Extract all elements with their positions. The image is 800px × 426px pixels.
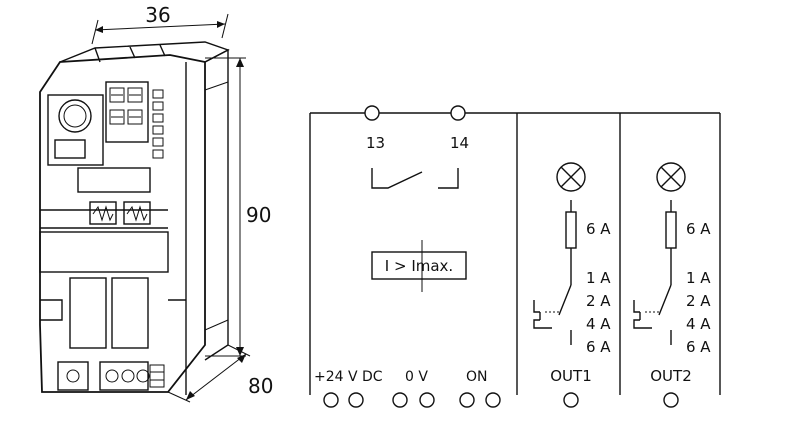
out2-setting-4: 6 A [686,338,711,356]
lamp-icon [656,162,686,192]
terminal-out1 [563,392,579,408]
overcurrent-label: I > Imax. [385,257,453,275]
channel-out2 [633,162,686,345]
out2-setting-1: 1 A [686,269,711,287]
out1-setting-2: 2 A [586,292,611,310]
terminal-on-b [485,392,501,408]
width-dimension: 36 [145,3,170,27]
out2-fuse-rating: 6 A [686,220,711,238]
terminal-24v-a [323,392,339,408]
out1-setting-1: 1 A [586,269,611,287]
depth-dimension: 80 [248,374,273,398]
terminal-out2 [663,392,679,408]
out2-label: OUT2 [650,367,692,385]
terminal-14 [450,105,466,121]
zero-volt-label: 0 V [405,369,428,385]
terminal-on-a [459,392,475,408]
schematic-frame [309,112,721,395]
fuse-icon [565,211,577,249]
out1-setting-3: 4 A [586,315,611,333]
fuse-icon [665,211,677,249]
lamp-icon [556,162,586,192]
out2-setting-2: 2 A [686,292,711,310]
out1-fuse-rating: 6 A [586,220,611,238]
terminal-13 [364,105,380,121]
out2-setting-3: 4 A [686,315,711,333]
terminal-13-label: 13 [366,134,385,152]
terminal-14-label: 14 [450,134,469,152]
channel-out1 [533,162,586,345]
relay-contact [364,105,466,189]
terminal-24v-b [348,392,364,408]
terminal-0v-a [392,392,408,408]
out1-setting-4: 6 A [586,338,611,356]
on-label: ON [466,369,488,385]
device-illustration [39,41,230,395]
terminal-0v-b [419,392,435,408]
overcurrent-relay [371,240,467,292]
out1-label: OUT1 [550,367,592,385]
bottom-terminals [323,392,679,408]
supply-label: +24 V DC [314,369,383,385]
height-dimension: 90 [246,203,271,227]
dimension-lines [91,13,251,403]
